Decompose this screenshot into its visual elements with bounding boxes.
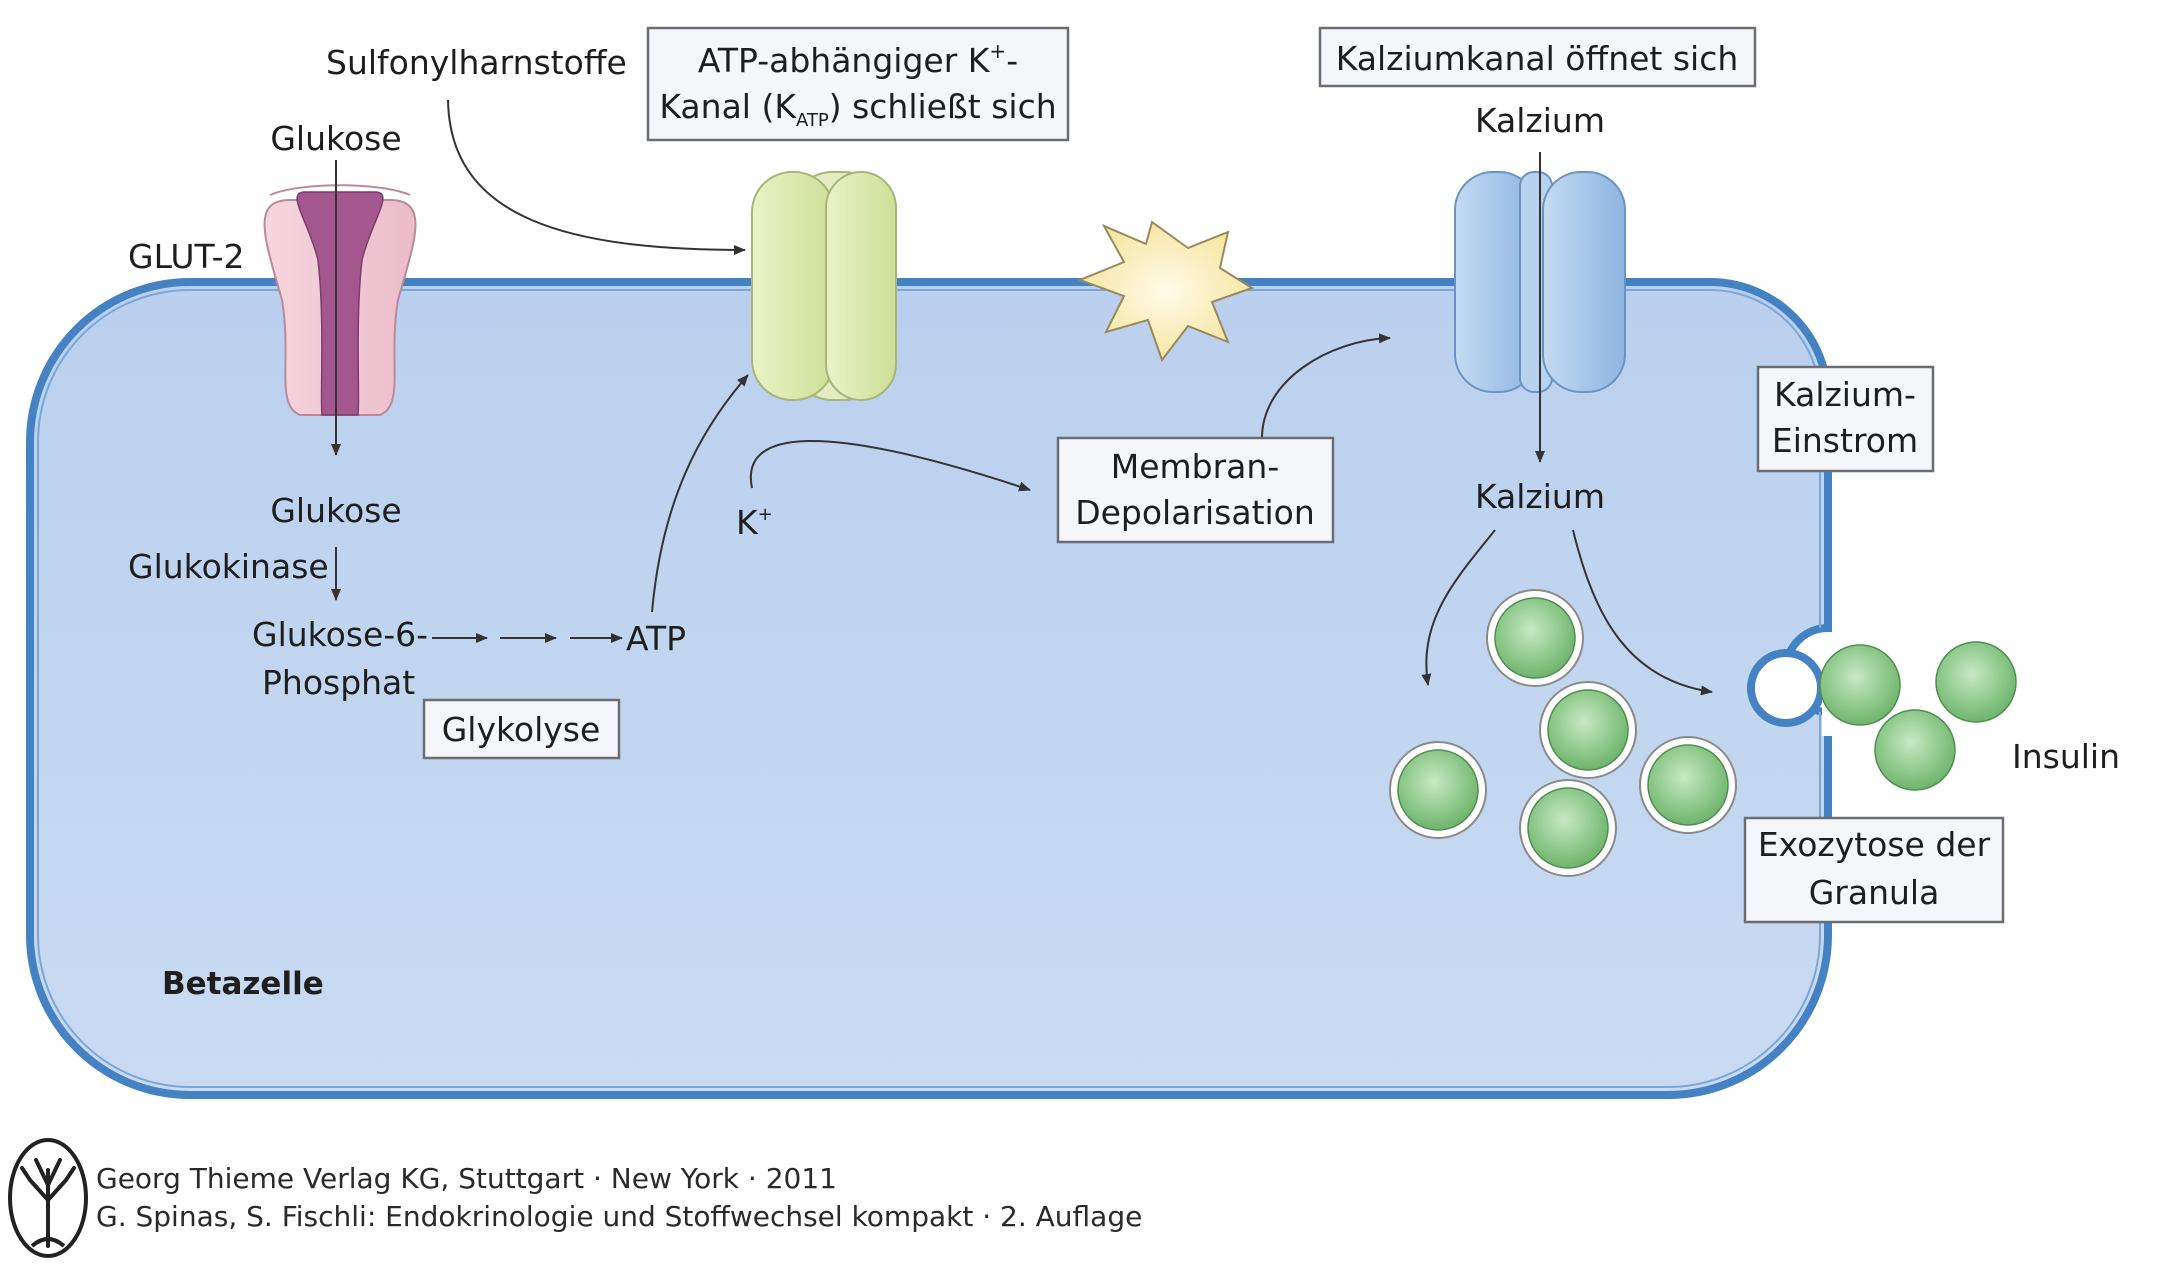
calcium-channel-label-box xyxy=(1318,26,1757,88)
calcium-influx-label-line1: Kalzium- xyxy=(1774,375,1916,414)
glukose-mid-label: Glukose xyxy=(270,491,401,530)
glut2-label: GLUT-2 xyxy=(128,237,245,276)
granule xyxy=(1486,589,1584,687)
insulin-granules xyxy=(1389,589,2017,877)
exocytosis-label-line2: Granula xyxy=(1809,873,1940,912)
glukose-top-label: Glukose xyxy=(270,119,401,158)
granule xyxy=(1389,741,1487,839)
tree-logo xyxy=(8,1138,88,1258)
calcium-influx-label-line2: Einstrom xyxy=(1772,421,1918,460)
g6p-label-line1: Glukose-6- xyxy=(252,615,428,654)
atp-label: ATP xyxy=(626,619,686,658)
katp-label-line2: Kanal (KATP) schließt sich xyxy=(659,87,1056,131)
calcium-channel xyxy=(1454,171,1626,393)
betazelle-label: Betazelle xyxy=(162,966,324,1002)
publisher-credit: Georg Thieme Verlag KG, Stuttgart · New … xyxy=(96,1162,837,1195)
granule xyxy=(1639,736,1737,834)
sulfonylharnstoffe-label: Sulfonylharnstoffe xyxy=(326,43,627,82)
kalzium-inner-label: Kalzium xyxy=(1475,477,1605,516)
kalzium-top-label: Kalzium xyxy=(1475,101,1605,140)
released-granule xyxy=(1819,644,1901,726)
exocytosis-label-line1: Exozytose der xyxy=(1758,825,1991,864)
book-credit: G. Spinas, S. Fischli: Endokrinologie un… xyxy=(96,1200,1142,1233)
calcium-influx-label-box xyxy=(1756,365,1935,473)
depolarisation-star xyxy=(1077,220,1255,363)
depolarisation-label-line1: Membran- xyxy=(1111,447,1279,486)
granule xyxy=(1519,779,1617,877)
arrows xyxy=(331,99,1713,696)
katp-channel xyxy=(751,171,897,401)
granule xyxy=(1539,681,1637,779)
g6p-label-line2: Phosphat xyxy=(262,663,415,702)
calcium-channel-label: Kalziumkanal öffnet sich xyxy=(1336,39,1739,78)
depolarisation-label-line2: Depolarisation xyxy=(1075,493,1315,532)
glukokinase-label: Glukokinase xyxy=(128,547,329,586)
released-granule xyxy=(1874,709,1956,791)
katp-label-line1: ATP-abhängiger K+- xyxy=(698,39,1018,80)
glykolyse-label-box xyxy=(422,698,621,760)
glykolyse-label: Glykolyse xyxy=(442,710,601,749)
glut2-transporter xyxy=(263,184,417,416)
katp-label-box xyxy=(646,26,1070,142)
released-granule xyxy=(1935,641,2017,723)
exocytosis-pocket xyxy=(1747,649,1825,727)
k-ion-label: K+ xyxy=(736,503,773,542)
insulin-label: Insulin xyxy=(2012,737,2120,776)
exocytosis-label-box xyxy=(1743,816,2005,924)
depolarisation-label-box xyxy=(1056,436,1335,544)
